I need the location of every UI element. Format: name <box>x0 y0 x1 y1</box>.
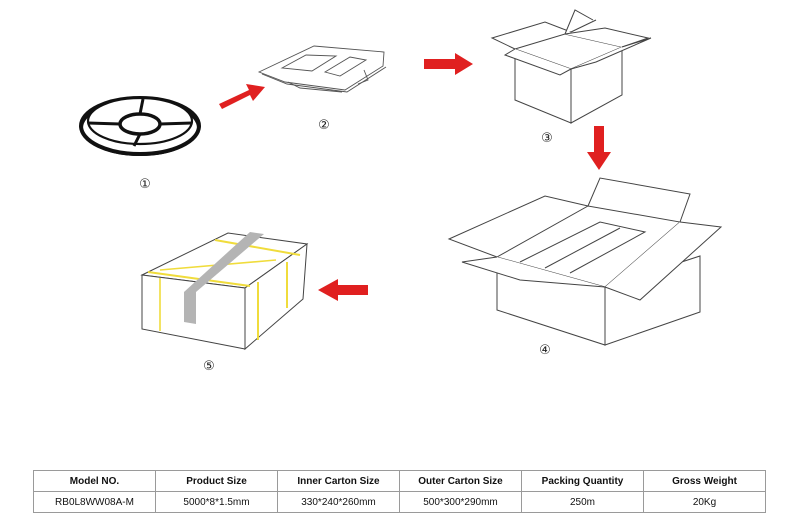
outer-carton-illustration <box>447 177 723 346</box>
table-header-row: Model NO. Product Size Inner Carton Size… <box>33 470 766 492</box>
header-inner-carton-size: Inner Carton Size <box>277 470 400 492</box>
header-product-size: Product Size <box>155 470 278 492</box>
arrow-icon <box>587 126 611 170</box>
header-packing-quantity: Packing Quantity <box>521 470 644 492</box>
cell-packing-quantity: 250m <box>521 491 644 513</box>
table-row: RB0L8WW08A-M 5000*8*1.5mm 330*240*260mm … <box>33 491 766 513</box>
step-2-label: ② <box>318 118 330 133</box>
cell-model-no: RB0L8WW08A-M <box>33 491 156 513</box>
reel-illustration <box>79 96 201 156</box>
arrow-icon <box>424 53 473 75</box>
bag-illustration <box>257 45 387 93</box>
step-1-label: ① <box>139 177 151 192</box>
cell-inner-carton-size: 330*240*260mm <box>277 491 400 513</box>
arrow-icon <box>318 279 368 301</box>
step-3-label: ③ <box>541 131 553 146</box>
cell-product-size: 5000*8*1.5mm <box>155 491 278 513</box>
cell-gross-weight: 20Kg <box>643 491 766 513</box>
inner-carton-illustration <box>490 9 652 124</box>
header-gross-weight: Gross Weight <box>643 470 766 492</box>
header-outer-carton-size: Outer Carton Size <box>399 470 522 492</box>
step-4-label: ④ <box>539 343 551 358</box>
specification-table: Model NO. Product Size Inner Carton Size… <box>33 470 766 513</box>
arrow-icon <box>219 84 265 109</box>
cell-outer-carton-size: 500*300*290mm <box>399 491 522 513</box>
step-5-label: ⑤ <box>203 359 215 374</box>
header-model-no: Model NO. <box>33 470 156 492</box>
sealed-carton-illustration <box>140 232 309 351</box>
